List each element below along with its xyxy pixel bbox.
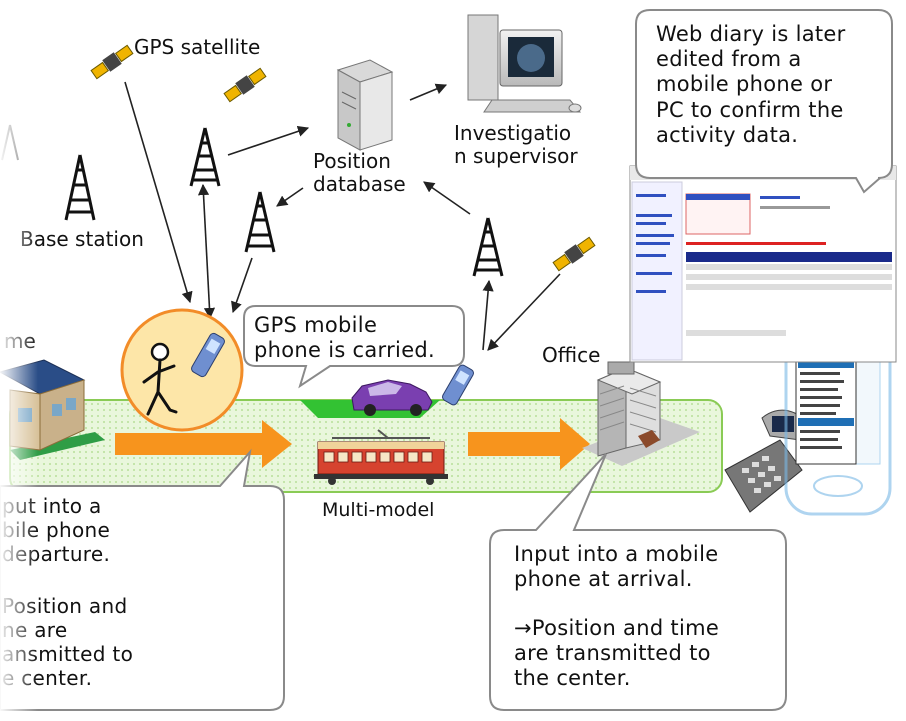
bubble-arrival-text: Input into a mobile phone at arrival.	[514, 542, 719, 592]
arrow-phone-tower3	[482, 279, 494, 351]
bubble-web-diary	[635, 9, 893, 194]
satellite-icon	[552, 236, 596, 272]
mobile-phone-icon	[191, 332, 225, 378]
car-icon	[351, 379, 433, 416]
antenna-tower-icon	[472, 217, 504, 277]
travel-arrow-2	[468, 418, 590, 470]
arrow-tower3-db	[423, 181, 471, 215]
arrow-tower-db	[227, 125, 310, 156]
arrow-db-investigator	[409, 83, 448, 101]
arrow-tower2-person	[231, 257, 253, 314]
travel-arrow-1	[115, 420, 292, 468]
label-base-station: Base station	[20, 227, 144, 251]
bubble-departure	[0, 448, 285, 711]
signal-arrows	[124, 81, 561, 351]
office-building-icon	[582, 361, 700, 466]
arrow-tower-person	[197, 183, 216, 320]
phone-screen-menu	[795, 359, 857, 465]
mobile-phone-icon	[442, 364, 474, 406]
bubble-departure-text: put into a bile phone departure.	[2, 494, 111, 566]
bubble-arrival-arrow-text: →Position and time are transmitted to th…	[514, 616, 720, 691]
antenna-tower-icon	[64, 154, 96, 221]
web-screenshot-icon	[629, 165, 897, 363]
antenna-tower-icon	[1, 124, 19, 161]
label-office: Office	[542, 343, 601, 367]
bubble-departure-arrow-text: Position and ne are ansmitted to e cente…	[2, 594, 134, 690]
bubble-arrival	[489, 453, 787, 711]
satellite-icon	[223, 67, 267, 103]
arrow-db-tower	[276, 187, 304, 207]
server-icon	[336, 59, 394, 151]
bubble-gps-carried	[243, 305, 465, 389]
label-gps-satellite: GPS satellite	[134, 35, 261, 59]
bubble-web-diary-text: Web diary is later edited from a mobile …	[656, 22, 846, 147]
tram-icon	[314, 429, 448, 485]
label-investigation-supervisor: Investigatio n supervisor	[454, 121, 578, 168]
antenna-tower-icon	[244, 191, 276, 253]
antenna-tower-icon	[189, 127, 221, 187]
satellite-icon	[90, 44, 134, 80]
arrow-sat2-phone	[487, 273, 561, 351]
label-home: me	[4, 329, 36, 353]
label-position-database: Position database	[313, 149, 406, 196]
computer-icon	[467, 14, 582, 113]
label-multi-model: Multi-model	[322, 499, 435, 521]
walking-person-icon	[120, 308, 244, 432]
bubble-gps-carried-text: GPS mobile phone is carried.	[254, 313, 436, 363]
arrow-sat-to-person	[124, 81, 193, 304]
